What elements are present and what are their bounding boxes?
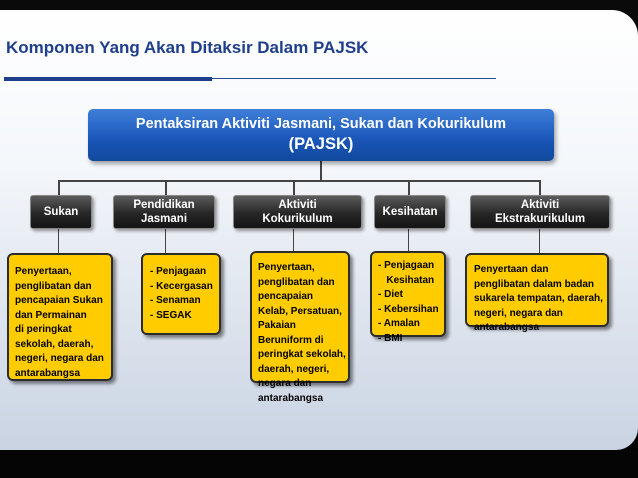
connector-to-pendidikan (165, 180, 167, 195)
list-item: negeri, negara dan (474, 307, 563, 319)
list-item: Kesihatan (386, 274, 435, 286)
header-label: Sukan (43, 205, 79, 218)
header-aktiviti-kokurikulum: Aktiviti Kokurikulum (233, 195, 362, 229)
list-item: Kecergasan (150, 280, 219, 295)
title-accent-bar (4, 77, 212, 81)
list-item: penglibatan dalam badan (474, 278, 595, 290)
list-item: Beruniform di (258, 334, 324, 346)
root-node-pajsk: Pentaksiran Aktiviti Jasmani, Sukan dan … (88, 109, 554, 161)
list-item: penglibatan dan (15, 280, 92, 292)
list-item: Diet (378, 288, 444, 303)
header-label: Jasmani (140, 213, 188, 225)
connector-root-down (320, 161, 322, 181)
header-aktiviti-ekstrakurikulum: Aktiviti Ekstrakurikulum (470, 195, 610, 229)
list-item: antarabangsa (258, 392, 324, 404)
card-aktiviti-ekstrakurikulum: Penyertaan dan penglibatan dalam badan s… (465, 253, 609, 333)
list-item: negara dan (258, 378, 312, 389)
connector-kesihatan-card (408, 227, 409, 251)
list-item: sekolah, daerah, (15, 338, 94, 350)
list-item: Kebersihan (378, 303, 444, 318)
connector-to-ekstrakurikulum (539, 180, 541, 195)
slide-title: Komponen Yang Akan Ditaksir Dalam PAJSK (6, 38, 369, 57)
list-item: peringkat sekolah, (258, 349, 346, 360)
header-label: Ekstrakurikulum (494, 213, 586, 225)
header-kesihatan: Kesihatan (374, 195, 446, 229)
header-label: Kokurikulum (262, 213, 333, 225)
list-item: Kelab, Persatuan, (258, 305, 342, 317)
bottom-band (0, 450, 638, 478)
list-item: pencapaian Sukan (15, 295, 103, 306)
header-label: Kesihatan (382, 205, 438, 218)
list-item: Amalan (378, 317, 444, 332)
connector-to-kokurikulum (293, 180, 295, 195)
title-underline (4, 78, 496, 79)
root-title: Pentaksiran Aktiviti Jasmani, Sukan dan … (135, 116, 507, 132)
list-item: Penyertaan dan (474, 264, 549, 275)
header-label: Aktiviti (278, 198, 317, 211)
connector-kokurikulum-card (293, 227, 294, 251)
list-item: Penjagaan (378, 259, 444, 274)
list-item: Pakaian (258, 320, 296, 331)
card-kesihatan: Penjagaan Kesihatan Diet Kebersihan Amal… (370, 251, 446, 344)
list-item: sukarela tempatan, daerah, (474, 293, 603, 304)
card-aktiviti-kokurikulum: Penyertaan, penglibatan dan pencapaian K… (250, 251, 350, 404)
root-acronym: (PAJSK) (288, 135, 354, 153)
list-item: penglibatan dan (258, 276, 335, 288)
connector-pendidikan-card (165, 227, 166, 253)
connector-to-kesihatan (408, 180, 410, 195)
header-pendidikan-jasmani: Pendidikan Jasmani (113, 195, 215, 229)
list-item: Penyertaan, (258, 262, 315, 273)
header-label: Pendidikan (133, 198, 195, 211)
connector-sukan-card (58, 227, 59, 253)
list-item: SEGAK (150, 309, 219, 324)
list-item: antarabangsa (15, 367, 81, 379)
connector-to-sukan (58, 180, 60, 195)
connector-ekstrakurikulum-card (539, 227, 540, 253)
list-item: negeri, negara dan (15, 353, 104, 364)
header-sukan: Sukan (30, 195, 92, 229)
list-item: Senaman (150, 294, 219, 309)
list-item: dan Permainan (15, 309, 87, 321)
list-item: antarabangsa (474, 322, 540, 333)
list-item: BMI (378, 332, 444, 347)
card-sukan: Penyertaan, penglibatan dan pencapaian S… (7, 253, 113, 381)
list-item: Penyertaan, (15, 266, 72, 277)
list-item: pencapaian (258, 291, 314, 302)
header-label: Aktiviti (520, 198, 560, 211)
list-item: Penjagaan (150, 265, 219, 280)
list-item: di peringkat (15, 324, 72, 335)
list-item: daerah, negeri, (258, 363, 330, 375)
card-pendidikan-jasmani: Penjagaan Kecergasan Senaman SEGAK (141, 253, 221, 335)
connector-horizontal (58, 180, 540, 182)
